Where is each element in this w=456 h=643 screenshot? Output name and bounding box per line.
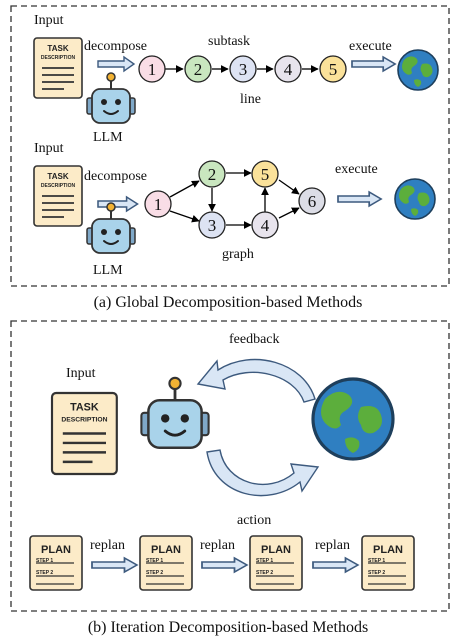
decompose-arrow-icon [97, 56, 135, 72]
graph-node-1-label: 1 [154, 195, 163, 214]
line-node-2-label: 2 [194, 60, 203, 79]
line-node-2: 2 [184, 55, 212, 83]
graph-node-5-label: 5 [261, 165, 270, 184]
execute-arrow-icon [351, 56, 397, 72]
line-label: line [240, 92, 261, 107]
line-llm-label: LLM [93, 130, 123, 145]
graph-row: Input TASK DESCRIPTION decompose LLM 1 2 [33, 141, 436, 278]
graph-llm-label: LLM [93, 263, 123, 278]
plan-step-2: STEP 2 [368, 570, 385, 576]
line-node-4-label: 4 [284, 60, 293, 79]
line-decompose-label: decompose [84, 39, 147, 54]
plan-step-1: STEP 1 [368, 558, 385, 564]
task-document-icon: TASK DESCRIPTION [50, 391, 119, 476]
decompose-arrow-icon [97, 196, 139, 212]
plan-title: PLAN [151, 544, 181, 556]
panel-a-caption: (a) Global Decomposition-based Methods [94, 294, 363, 311]
plan-step-2: STEP 2 [36, 570, 53, 576]
plan-step-2: STEP 2 [256, 570, 273, 576]
feedback-label: feedback [229, 332, 280, 347]
line-input-label: Input [34, 13, 64, 28]
plan-document-icon: PLAN STEP 1 STEP 2 [361, 535, 415, 591]
replan-arrow-icon [91, 557, 138, 573]
line-node-4: 4 [274, 55, 302, 83]
graph-decompose-label: decompose [84, 169, 147, 184]
graph-node-4-label: 4 [261, 216, 270, 235]
graph-node-3-label: 3 [208, 216, 217, 235]
line-row: Input TASK DESCRIPTION decompose LLM sub… [33, 13, 439, 145]
action-cycle-arrow [206, 449, 320, 497]
plan-document-icon: PLAN STEP 1 STEP 2 [249, 535, 303, 591]
task-doc-title-1: TASK [47, 172, 68, 181]
line-node-3-label: 3 [239, 60, 248, 79]
task-doc-title-2: DESCRIPTION [41, 183, 76, 189]
graph-node-3: 3 [198, 211, 226, 239]
graph-node-6: 6 [298, 187, 326, 215]
plan-title: PLAN [261, 544, 291, 556]
line-node-3: 3 [229, 55, 257, 83]
robot-icon [139, 376, 211, 450]
graph-node-1: 1 [144, 190, 172, 218]
earth-icon [394, 178, 436, 220]
task-doc-title-2: DESCRIPTION [41, 55, 76, 61]
line-node-1: 1 [138, 55, 166, 83]
plan-document-icon: PLAN STEP 1 STEP 2 [29, 535, 83, 591]
line-node-5-label: 5 [329, 60, 338, 79]
graph-edge-5-6 [278, 179, 300, 195]
plan-step-1: STEP 1 [146, 558, 163, 564]
task-doc-title-1: TASK [70, 402, 99, 414]
plan-title: PLAN [41, 544, 71, 556]
feedback-cycle-arrow [196, 358, 316, 403]
line-node-1-label: 1 [148, 60, 157, 79]
plan-step-1: STEP 1 [256, 558, 273, 564]
task-document-icon: TASK DESCRIPTION [33, 165, 83, 227]
plan-step-2: STEP 2 [146, 570, 163, 576]
earth-icon [311, 377, 395, 461]
robot-icon [86, 72, 136, 124]
task-doc-title-2: DESCRIPTION [61, 416, 107, 423]
subtask-label: subtask [208, 34, 250, 49]
execute-arrow-icon [337, 191, 383, 207]
panel-b-caption: (b) Iteration Decomposition-based Method… [88, 619, 368, 636]
replan-arrow-icon [312, 557, 359, 573]
task-document-icon: TASK DESCRIPTION [33, 37, 83, 99]
panel-a-frame [10, 5, 450, 287]
graph-label: graph [222, 247, 254, 262]
plan-step-1: STEP 1 [36, 558, 53, 564]
graph-node-5: 5 [251, 160, 279, 188]
graph-edge-1-2 [169, 180, 200, 198]
graph-node-2-label: 2 [208, 165, 217, 184]
graph-node-4: 4 [251, 211, 279, 239]
graph-execute-label: execute [335, 162, 378, 177]
line-node-5: 5 [319, 55, 347, 83]
replan-label-1: replan [90, 538, 125, 553]
replan-label-2: replan [200, 538, 235, 553]
plan-title: PLAN [373, 544, 403, 556]
graph-input-label: Input [34, 141, 64, 156]
action-label: action [237, 513, 271, 528]
graph-node-6-label: 6 [308, 192, 317, 211]
earth-icon [397, 49, 439, 91]
line-execute-label: execute [349, 39, 392, 54]
graph-edge-4-6 [278, 207, 300, 219]
graph-node-2: 2 [198, 160, 226, 188]
replan-arrow-icon [201, 557, 248, 573]
plan-document-icon: PLAN STEP 1 STEP 2 [139, 535, 193, 591]
panel-b-input-label: Input [66, 366, 96, 381]
graph-edge-1-3 [169, 210, 200, 223]
replan-label-3: replan [315, 538, 350, 553]
panel-b-frame [10, 320, 450, 612]
task-doc-title-1: TASK [47, 44, 68, 53]
